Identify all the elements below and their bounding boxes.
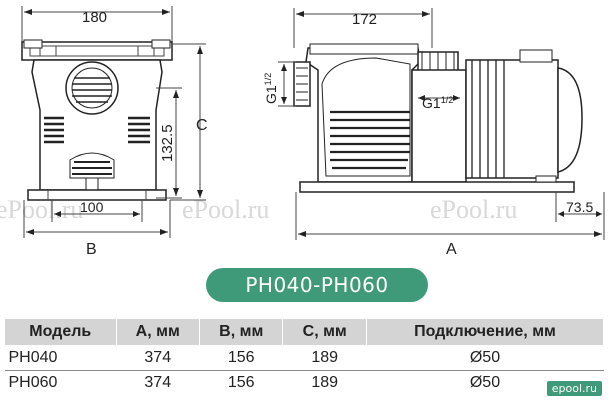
model-badge: PH040-PH060 (206, 268, 428, 302)
dim-front-height: 132.5 (159, 124, 176, 162)
dim-label-c: C (196, 117, 208, 134)
table-row: PH040 374 156 189 Ø50 (5, 346, 604, 371)
cell-a: 374 (144, 349, 172, 366)
cell-c: 189 (282, 370, 367, 395)
watermark: ePool.ru (430, 195, 517, 224)
dim-side-top: 172 (352, 11, 377, 28)
col-header-model: Модель (4, 318, 117, 346)
dim-label-a: A (446, 241, 457, 258)
cell-connection: Ø50 (469, 349, 501, 366)
cell-b: 156 (199, 370, 283, 395)
cell-c: 189 (311, 349, 339, 366)
dim-side-right: 73.5 (566, 199, 593, 215)
pump-technical-drawing: ePool.ru ePool.ru ePool.ru 180 (0, 6, 605, 258)
col-header-a: A, мм (115, 318, 200, 346)
col-header-b: B, мм (198, 318, 284, 346)
cell-a: 374 (116, 370, 200, 395)
brand-logo: epool.ru (546, 381, 602, 396)
dim-front-width: 180 (82, 9, 107, 26)
dim-inlet: G11/2 (263, 73, 279, 104)
dim-label-b: B (86, 241, 97, 258)
spec-table: Модель A, мм B, мм C, мм Подключение, мм… (4, 318, 605, 395)
side-view: 172 (263, 8, 605, 258)
front-view: 180 (21, 6, 208, 258)
cell-b: 156 (227, 349, 255, 366)
watermark: ePool.ru (182, 195, 269, 224)
table-row: PH060 374 156 189 Ø50 (4, 370, 604, 395)
col-header-c: C, мм (282, 318, 367, 346)
cell-model: PH040 (8, 349, 58, 366)
col-header-connection: Подключение, мм (365, 318, 605, 346)
dim-front-base: 100 (80, 199, 104, 215)
dim-outlet: G11/2 (422, 95, 453, 111)
cell-model: PH060 (4, 370, 116, 395)
table-header-row: Модель A, мм B, мм C, мм Подключение, мм (4, 318, 605, 346)
